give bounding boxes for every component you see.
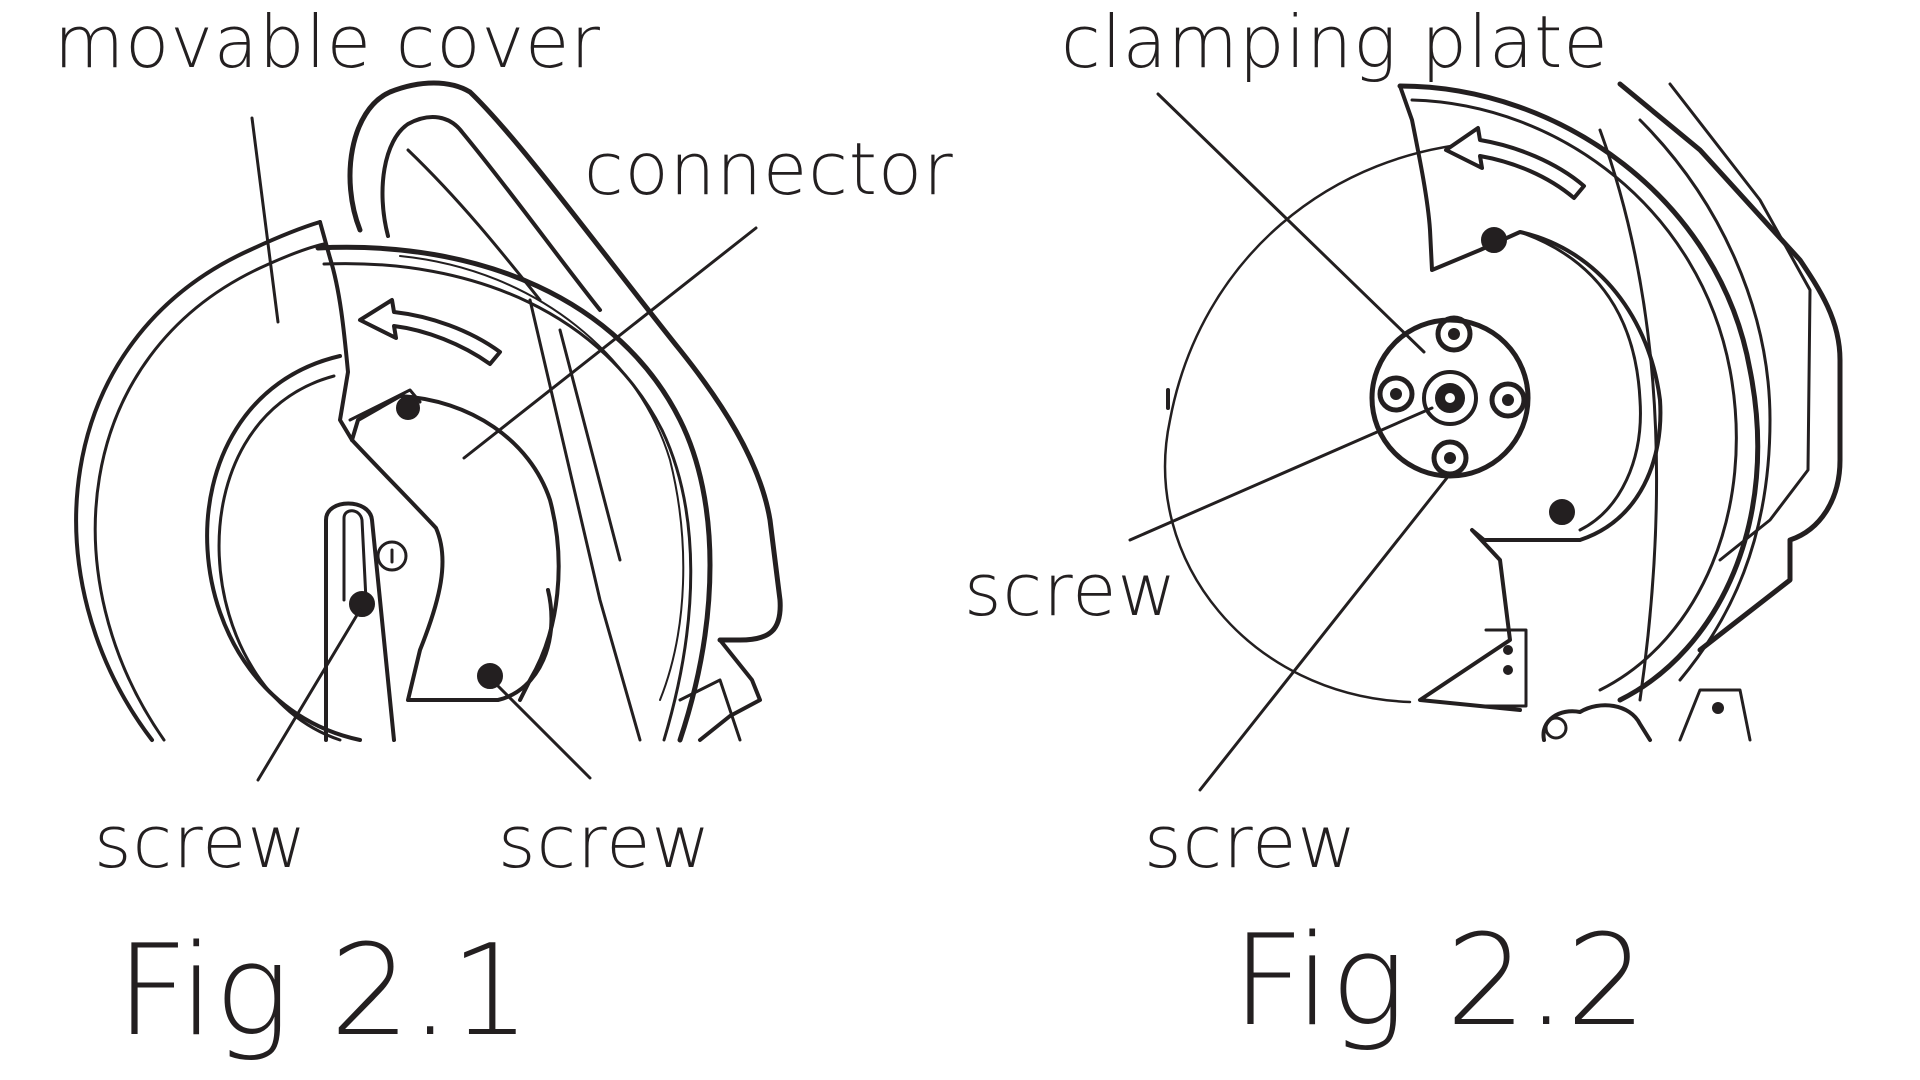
leader-clamping-plate xyxy=(1156,92,1426,354)
screw-guard-bottom xyxy=(1549,499,1575,525)
guard-handle-edge xyxy=(1617,81,1843,653)
guard-outer-arc-3 xyxy=(1638,118,1772,682)
leader-movable-cover xyxy=(250,116,280,324)
clamping-plate-assembly xyxy=(1369,315,1531,479)
guard-outer-arc-2 xyxy=(1410,98,1738,692)
leader-screw-lower xyxy=(1198,472,1452,792)
leader-connector xyxy=(462,226,758,460)
fixed-guard-body xyxy=(318,220,554,702)
callout-screw-left: screw xyxy=(94,800,308,884)
plate-bolt-left xyxy=(1377,375,1415,413)
leader-screw-upper xyxy=(1128,406,1434,542)
handle-loop-inner xyxy=(380,115,602,312)
motor-mechanism xyxy=(1541,703,1652,742)
screw-guard-top xyxy=(1481,227,1507,253)
guard-outer-arc xyxy=(1397,83,1761,703)
handle-loop xyxy=(347,80,783,643)
blade-disc xyxy=(1163,140,1492,704)
figure-caption-2-1: Fig 2.1 xyxy=(116,917,531,1064)
fixed-guard-top-edge-3 xyxy=(399,255,685,701)
figure-caption-2-2: Fig 2.2 xyxy=(1232,907,1647,1054)
callout-movable-cover: movable cover xyxy=(54,0,601,84)
leader-screw-right xyxy=(492,680,592,780)
guard-handle-edge-2 xyxy=(1668,82,1812,562)
plate-bolt-right xyxy=(1489,381,1527,419)
callout-screw-right: screw xyxy=(498,800,712,884)
callout-screw-lower: screw xyxy=(1144,800,1358,884)
bottom-bracket xyxy=(1484,628,1528,708)
screw-connector-top xyxy=(396,396,420,420)
guard-front-plate-side xyxy=(1598,128,1659,702)
callout-screw-upper: screw xyxy=(964,548,1178,632)
center-bolt-outer xyxy=(1422,370,1478,426)
screw-bracket xyxy=(349,591,375,617)
movable-cover-outer-arc xyxy=(74,220,322,742)
guard-front-plate-inner xyxy=(1518,230,1642,532)
handle-lower xyxy=(698,638,762,742)
blade-edge-inner-2 xyxy=(217,374,342,742)
movable-cover-outer-arc-inner xyxy=(93,242,326,742)
fixed-guard-top-edge xyxy=(315,244,713,743)
handle-arm-2 xyxy=(558,328,622,562)
fixed-guard-top-edge-2 xyxy=(322,262,693,742)
bracket-slot xyxy=(342,509,368,602)
fig-2-1-illustration xyxy=(74,80,783,782)
spindle-hole xyxy=(376,540,408,572)
handle-loop-inner-2 xyxy=(406,148,542,302)
callout-connector: connector xyxy=(584,127,954,211)
handle-arm xyxy=(528,298,642,742)
handle-lower-2 xyxy=(678,678,742,742)
connector-plate xyxy=(350,394,561,702)
rotation-arrow-icon-2 xyxy=(1444,126,1586,200)
plate-bolt-top xyxy=(1435,315,1473,353)
slotted-bracket xyxy=(324,501,396,742)
leader-screw-left xyxy=(256,608,362,782)
connector-bracket xyxy=(348,388,422,422)
rotation-arrow-icon xyxy=(358,298,502,366)
fig-2-2-illustration xyxy=(1128,81,1843,792)
guard-front-plate xyxy=(1398,84,1663,712)
blade-edge-inner xyxy=(205,354,362,742)
callout-clamping-plate: clamping plate xyxy=(1061,0,1609,84)
